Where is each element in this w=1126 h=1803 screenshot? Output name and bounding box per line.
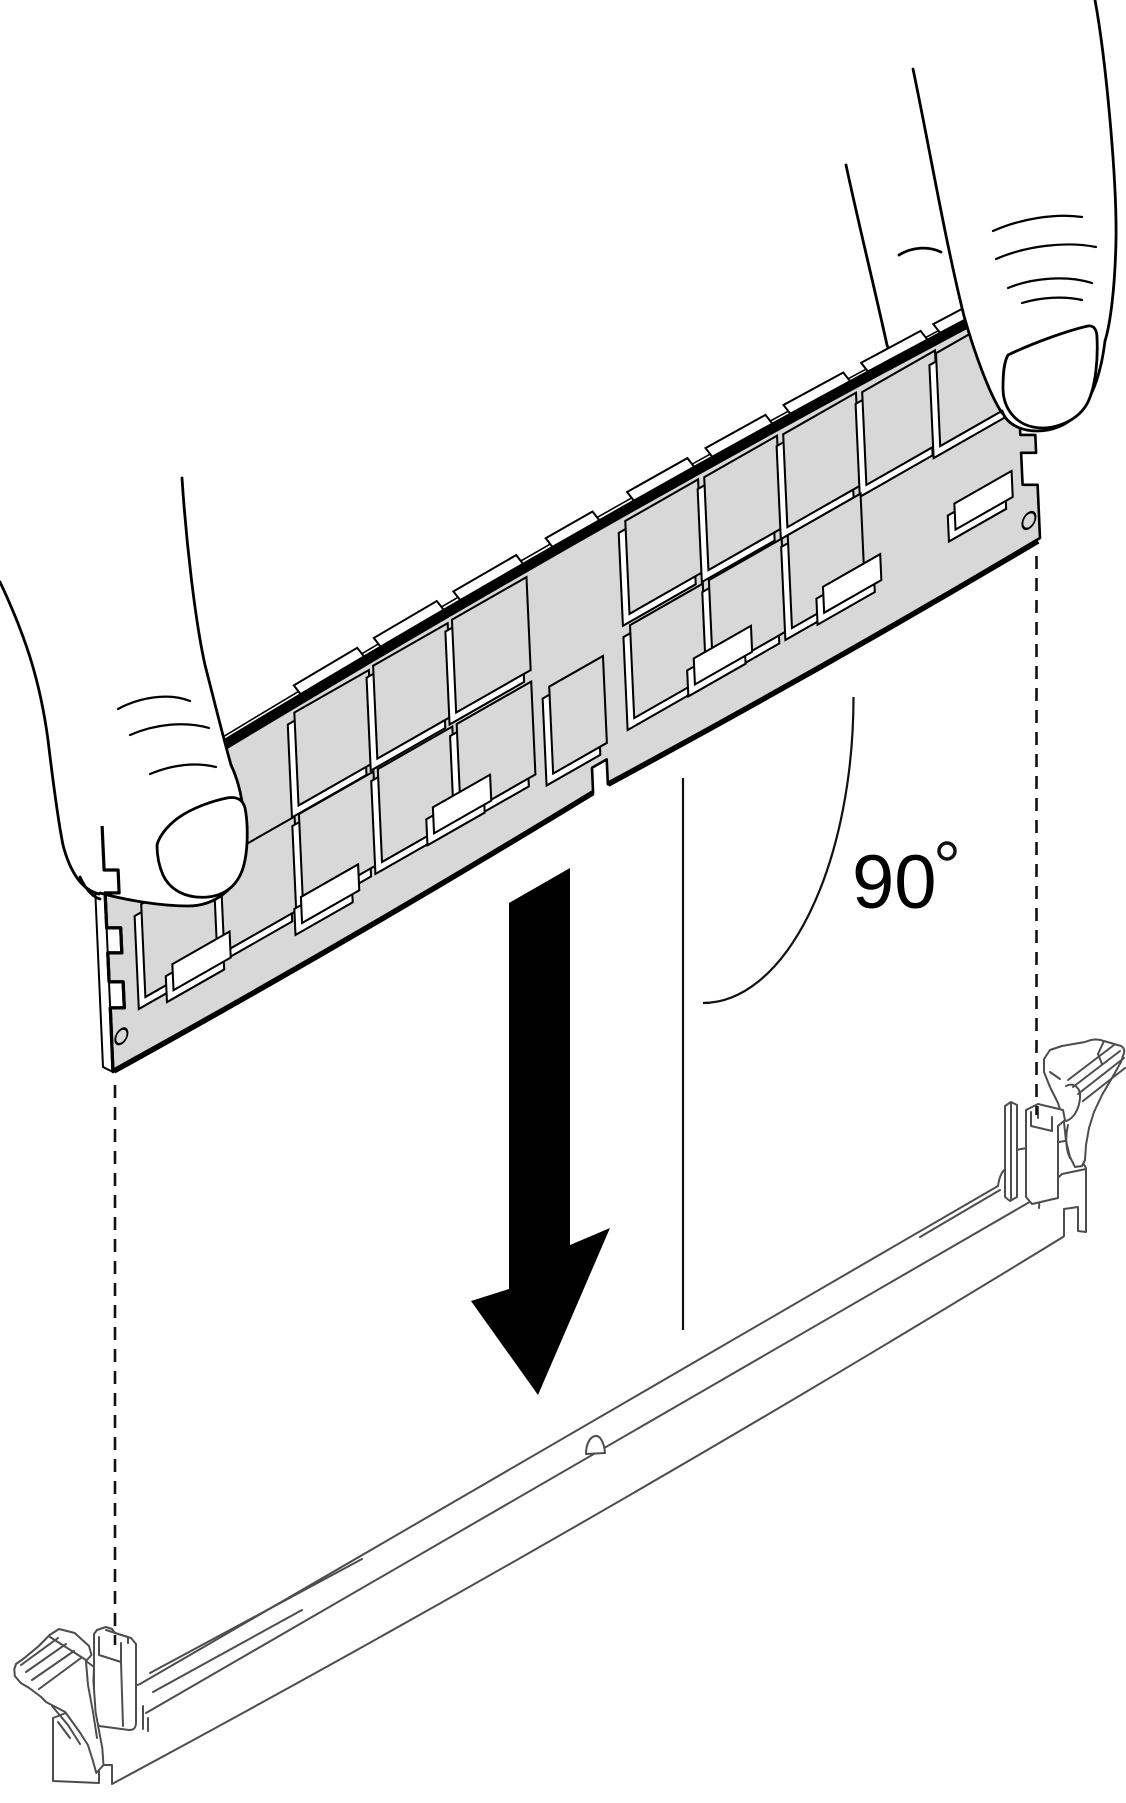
svg-text:90: 90 [852,840,937,925]
